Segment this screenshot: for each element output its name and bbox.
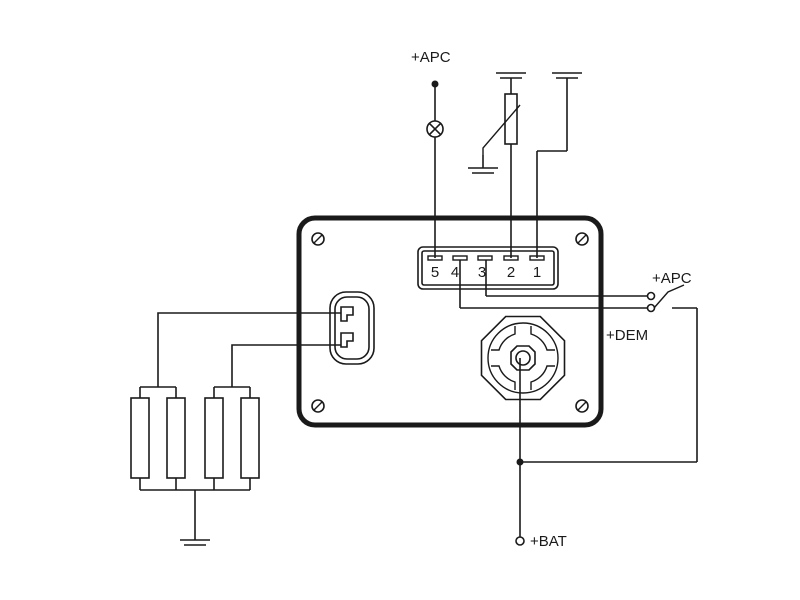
thermistor-slash: [482, 104, 521, 155]
main-terminal: [480, 315, 566, 401]
pin-label-1: 1: [533, 264, 541, 281]
ground-icon: [468, 167, 498, 174]
pin1-ground-circuit: [536, 72, 582, 258]
screw-icon: [311, 399, 325, 413]
apc-lamp-circuit: [426, 80, 444, 258]
pin-5-contact: [427, 255, 443, 261]
pin-label-3: 3: [478, 264, 486, 281]
screw-icon: [575, 232, 589, 246]
control-unit-housing: [296, 215, 604, 428]
pin-3-contact: [477, 255, 493, 261]
five-pin-connector: 5 4 3 2 1: [417, 246, 559, 290]
pin4-wire: [459, 260, 648, 309]
apc-right-label: +APC: [652, 270, 692, 287]
heater-element-3: [204, 397, 224, 479]
ground-icon: [180, 539, 210, 546]
thermistor-circuit: [468, 72, 526, 258]
bat-label: +BAT: [530, 533, 567, 550]
dem-label: +DEM: [606, 327, 648, 344]
apc-top-label: +APC: [411, 49, 451, 66]
screw-icon: [575, 399, 589, 413]
junction-node: [516, 458, 524, 466]
pin-2-contact: [503, 255, 519, 261]
heater-element-1: [130, 397, 150, 479]
pin-label-2: 2: [507, 264, 515, 281]
pin3-wire: [485, 260, 648, 297]
thermistor-body: [504, 93, 518, 145]
ground-icon: [552, 72, 582, 79]
lamp-icon: [426, 120, 444, 138]
ground-icon: [496, 72, 526, 79]
pin-label-4: 4: [451, 264, 459, 281]
heater-element-2: [166, 397, 186, 479]
two-pin-connector: [329, 291, 375, 365]
heater-elements: [130, 312, 341, 546]
control-unit: 5 4 3 2 1: [296, 215, 604, 428]
pin-4-contact: [452, 255, 468, 261]
bat-terminal: [515, 536, 525, 546]
battery-line: [515, 358, 525, 546]
ignition-switch: [520, 284, 698, 463]
heater-element-4: [240, 397, 260, 479]
pin-1-contact: [529, 255, 545, 261]
pin-label-5: 5: [431, 264, 439, 281]
screw-icon: [311, 232, 325, 246]
